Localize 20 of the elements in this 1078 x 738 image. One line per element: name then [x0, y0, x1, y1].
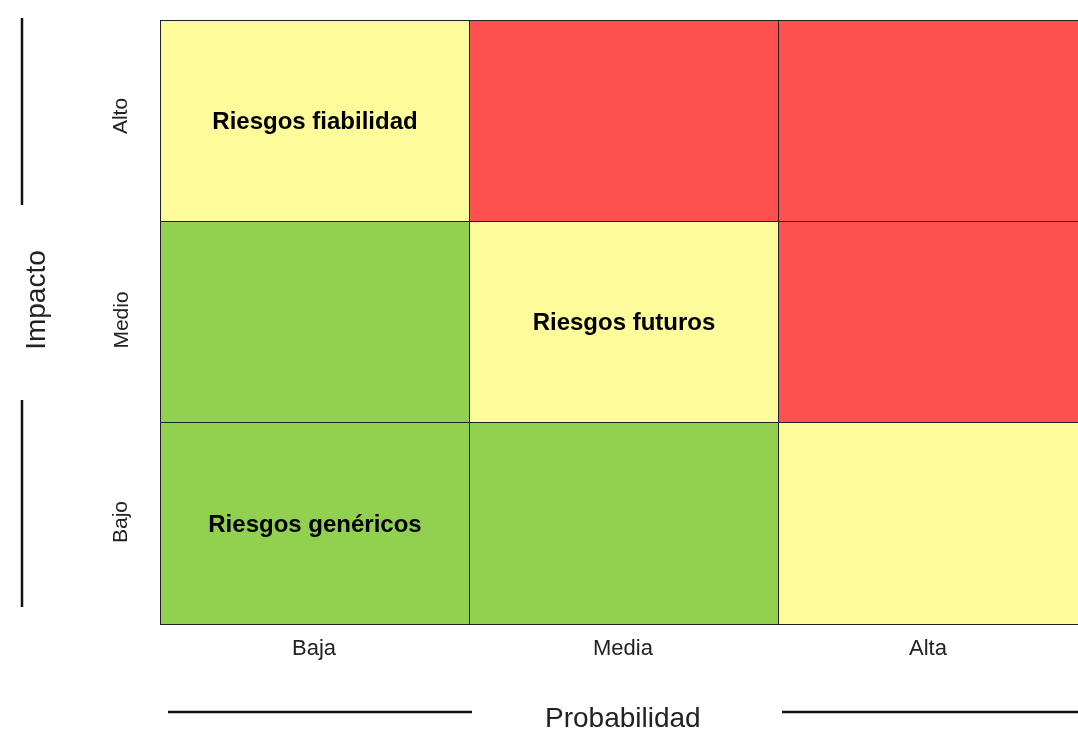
axis-label: Baja [292, 635, 337, 661]
axis-label: Medio [108, 291, 133, 349]
axis-label: Bajo [108, 501, 132, 543]
axis-label: Alta [909, 635, 947, 661]
risk-label: Riesgos fiabilidad [212, 107, 418, 135]
risk-label: Riesgos futuros [532, 308, 716, 336]
matrix-cell [160, 20, 470, 222]
matrix-cell [160, 221, 470, 423]
matrix-cell [778, 422, 1078, 625]
matrix-cell [469, 221, 779, 423]
risk-label: Riesgos genéricos [208, 509, 422, 538]
axis-label: Media [593, 635, 653, 661]
matrix-cell [469, 20, 779, 222]
axis-label: Alto [108, 97, 133, 135]
matrix-cell [778, 20, 1078, 222]
matrix-cell [778, 221, 1078, 423]
matrix-cell [160, 422, 470, 625]
axis-title: Impacto [19, 250, 52, 350]
axis-title: Probabilidad [545, 702, 701, 734]
matrix-cell [469, 422, 779, 625]
